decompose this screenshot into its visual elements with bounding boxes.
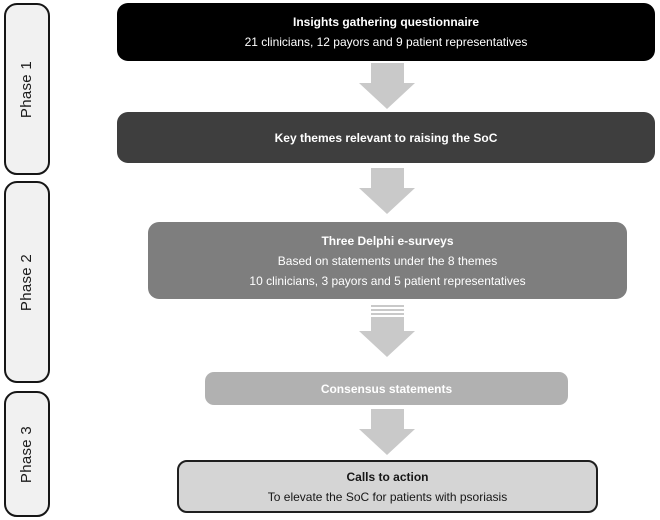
arrow-shaft [370, 409, 404, 429]
arrow-shaft [370, 317, 404, 331]
down-arrow-striped-icon [359, 305, 415, 357]
phase-2-label-box: Phase 2 [4, 181, 50, 383]
delphi-surveys-basis: Based on statements under the 8 themes [277, 253, 498, 268]
arrow-head [359, 331, 415, 357]
delphi-surveys-participants: 10 clinicians, 3 payors and 5 patient re… [249, 273, 526, 288]
arrow-shaft [370, 63, 404, 83]
key-themes-title: Key themes relevant to raising the SoC [274, 130, 498, 145]
arrow-head [359, 429, 415, 455]
arrow-shaft [370, 168, 404, 188]
down-arrow-icon [359, 168, 415, 214]
insights-questionnaire-title: Insights gathering questionnaire [292, 15, 480, 29]
insights-questionnaire-participants: 21 clinicians, 12 payors and 9 patient r… [244, 35, 528, 49]
consensus-statements-title: Consensus statements [320, 381, 453, 396]
arrow-head [359, 83, 415, 109]
arrow-head [359, 188, 415, 214]
consensus-statements-box: Consensus statements [205, 372, 568, 405]
calls-to-action-subtitle: To elevate the SoC for patients with pso… [267, 489, 508, 504]
phase-3-label-box: Phase 3 [4, 391, 50, 517]
phase-2-label: Phase 2 [18, 253, 36, 311]
calls-to-action-box: Calls to action To elevate the SoC for p… [177, 460, 598, 513]
insights-questionnaire-box: Insights gathering questionnaire 21 clin… [117, 3, 655, 61]
phase-1-label-box: Phase 1 [4, 3, 50, 175]
delphi-surveys-box: Three Delphi e-surveys Based on statemen… [148, 222, 627, 299]
down-arrow-icon [359, 409, 415, 455]
down-arrow-icon [359, 63, 415, 109]
arrow-iteration-stripes [370, 305, 404, 317]
phase-3-label: Phase 3 [18, 425, 36, 483]
key-themes-box: Key themes relevant to raising the SoC [117, 112, 655, 163]
phase-1-label: Phase 1 [18, 60, 36, 118]
calls-to-action-title: Calls to action [346, 469, 429, 484]
delphi-surveys-title: Three Delphi e-surveys [321, 233, 454, 248]
